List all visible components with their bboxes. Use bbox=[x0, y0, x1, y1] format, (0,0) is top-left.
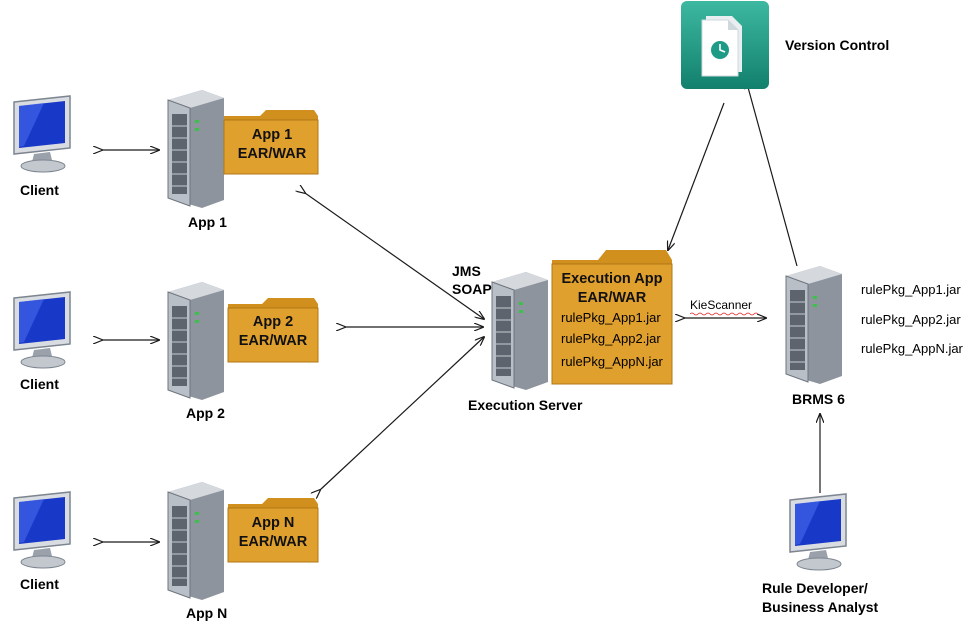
brms-label: BRMS 6 bbox=[792, 391, 845, 407]
kiescanner-label: KieScanner bbox=[690, 298, 753, 312]
rule-developer-label: Rule Developer/ Business Analyst bbox=[762, 579, 878, 617]
execution-jar: rulePkg_App1.jar bbox=[561, 310, 661, 325]
folder-icon bbox=[227, 498, 319, 563]
appn-exec-arrow bbox=[320, 337, 484, 490]
brms-jar: rulePkg_AppN.jar bbox=[861, 341, 963, 356]
client-monitor-icon bbox=[13, 491, 71, 569]
protocol-jms: JMS bbox=[452, 263, 481, 279]
version-control-label: Version Control bbox=[785, 37, 890, 53]
execution-folder-icon bbox=[551, 250, 673, 385]
execution-folder-text: Execution App EAR/WAR bbox=[553, 270, 671, 308]
client-label: Client bbox=[20, 376, 59, 392]
app-folder-line1: App 1 bbox=[251, 127, 293, 143]
app-folder-line2: EAR/WAR bbox=[238, 534, 308, 550]
app-folder-line1: App 2 bbox=[252, 314, 294, 330]
execution-folder-line2: EAR/WAR bbox=[577, 290, 647, 306]
folder-icon bbox=[223, 110, 319, 175]
client-label: Client bbox=[20, 576, 59, 592]
client-monitor-icon bbox=[13, 95, 71, 173]
app-folder-text: App N EAR/WAR bbox=[230, 514, 316, 552]
rule-developer-line2: Business Analyst bbox=[762, 599, 879, 615]
app-folder-line2: EAR/WAR bbox=[238, 333, 308, 349]
execution-folder-line1: Execution App bbox=[561, 271, 663, 287]
kiescanner-underline bbox=[690, 312, 759, 316]
brms-jar: rulePkg_App2.jar bbox=[861, 312, 961, 327]
brms-jar: rulePkg_App1.jar bbox=[861, 282, 961, 297]
app-folder-text: App 2 EAR/WAR bbox=[230, 313, 316, 351]
server-icon bbox=[167, 482, 224, 600]
app-folder-text: App 1 EAR/WAR bbox=[228, 126, 316, 164]
protocol-label: JMS SOAP bbox=[452, 262, 492, 298]
server-icon bbox=[167, 90, 224, 208]
vc-exec-arrow bbox=[668, 102, 725, 250]
server-icon bbox=[167, 282, 224, 400]
protocol-soap: SOAP bbox=[452, 281, 492, 297]
folder-icon bbox=[227, 298, 319, 363]
app-server-label: App 2 bbox=[186, 405, 225, 421]
brms-server-icon bbox=[785, 266, 842, 384]
execution-jar: rulePkg_App2.jar bbox=[561, 331, 661, 346]
rule-developer-line1: Rule Developer/ bbox=[762, 580, 868, 596]
app-server-label: App N bbox=[186, 605, 228, 621]
rule-developer-monitor-icon bbox=[789, 493, 847, 571]
app-folder-line2: EAR/WAR bbox=[237, 146, 307, 162]
app1-exec-arrow bbox=[305, 193, 484, 319]
brms-vc-arrow bbox=[746, 80, 798, 267]
version-control-icon bbox=[681, 1, 769, 89]
client-label: Client bbox=[20, 182, 59, 198]
app-server-label: App 1 bbox=[188, 214, 227, 230]
app-folder-line1: App N bbox=[251, 515, 295, 531]
execution-server-label: Execution Server bbox=[468, 397, 583, 413]
execution-jar: rulePkg_AppN.jar bbox=[561, 354, 663, 369]
client-monitor-icon bbox=[13, 291, 71, 369]
execution-server-icon bbox=[491, 272, 548, 390]
